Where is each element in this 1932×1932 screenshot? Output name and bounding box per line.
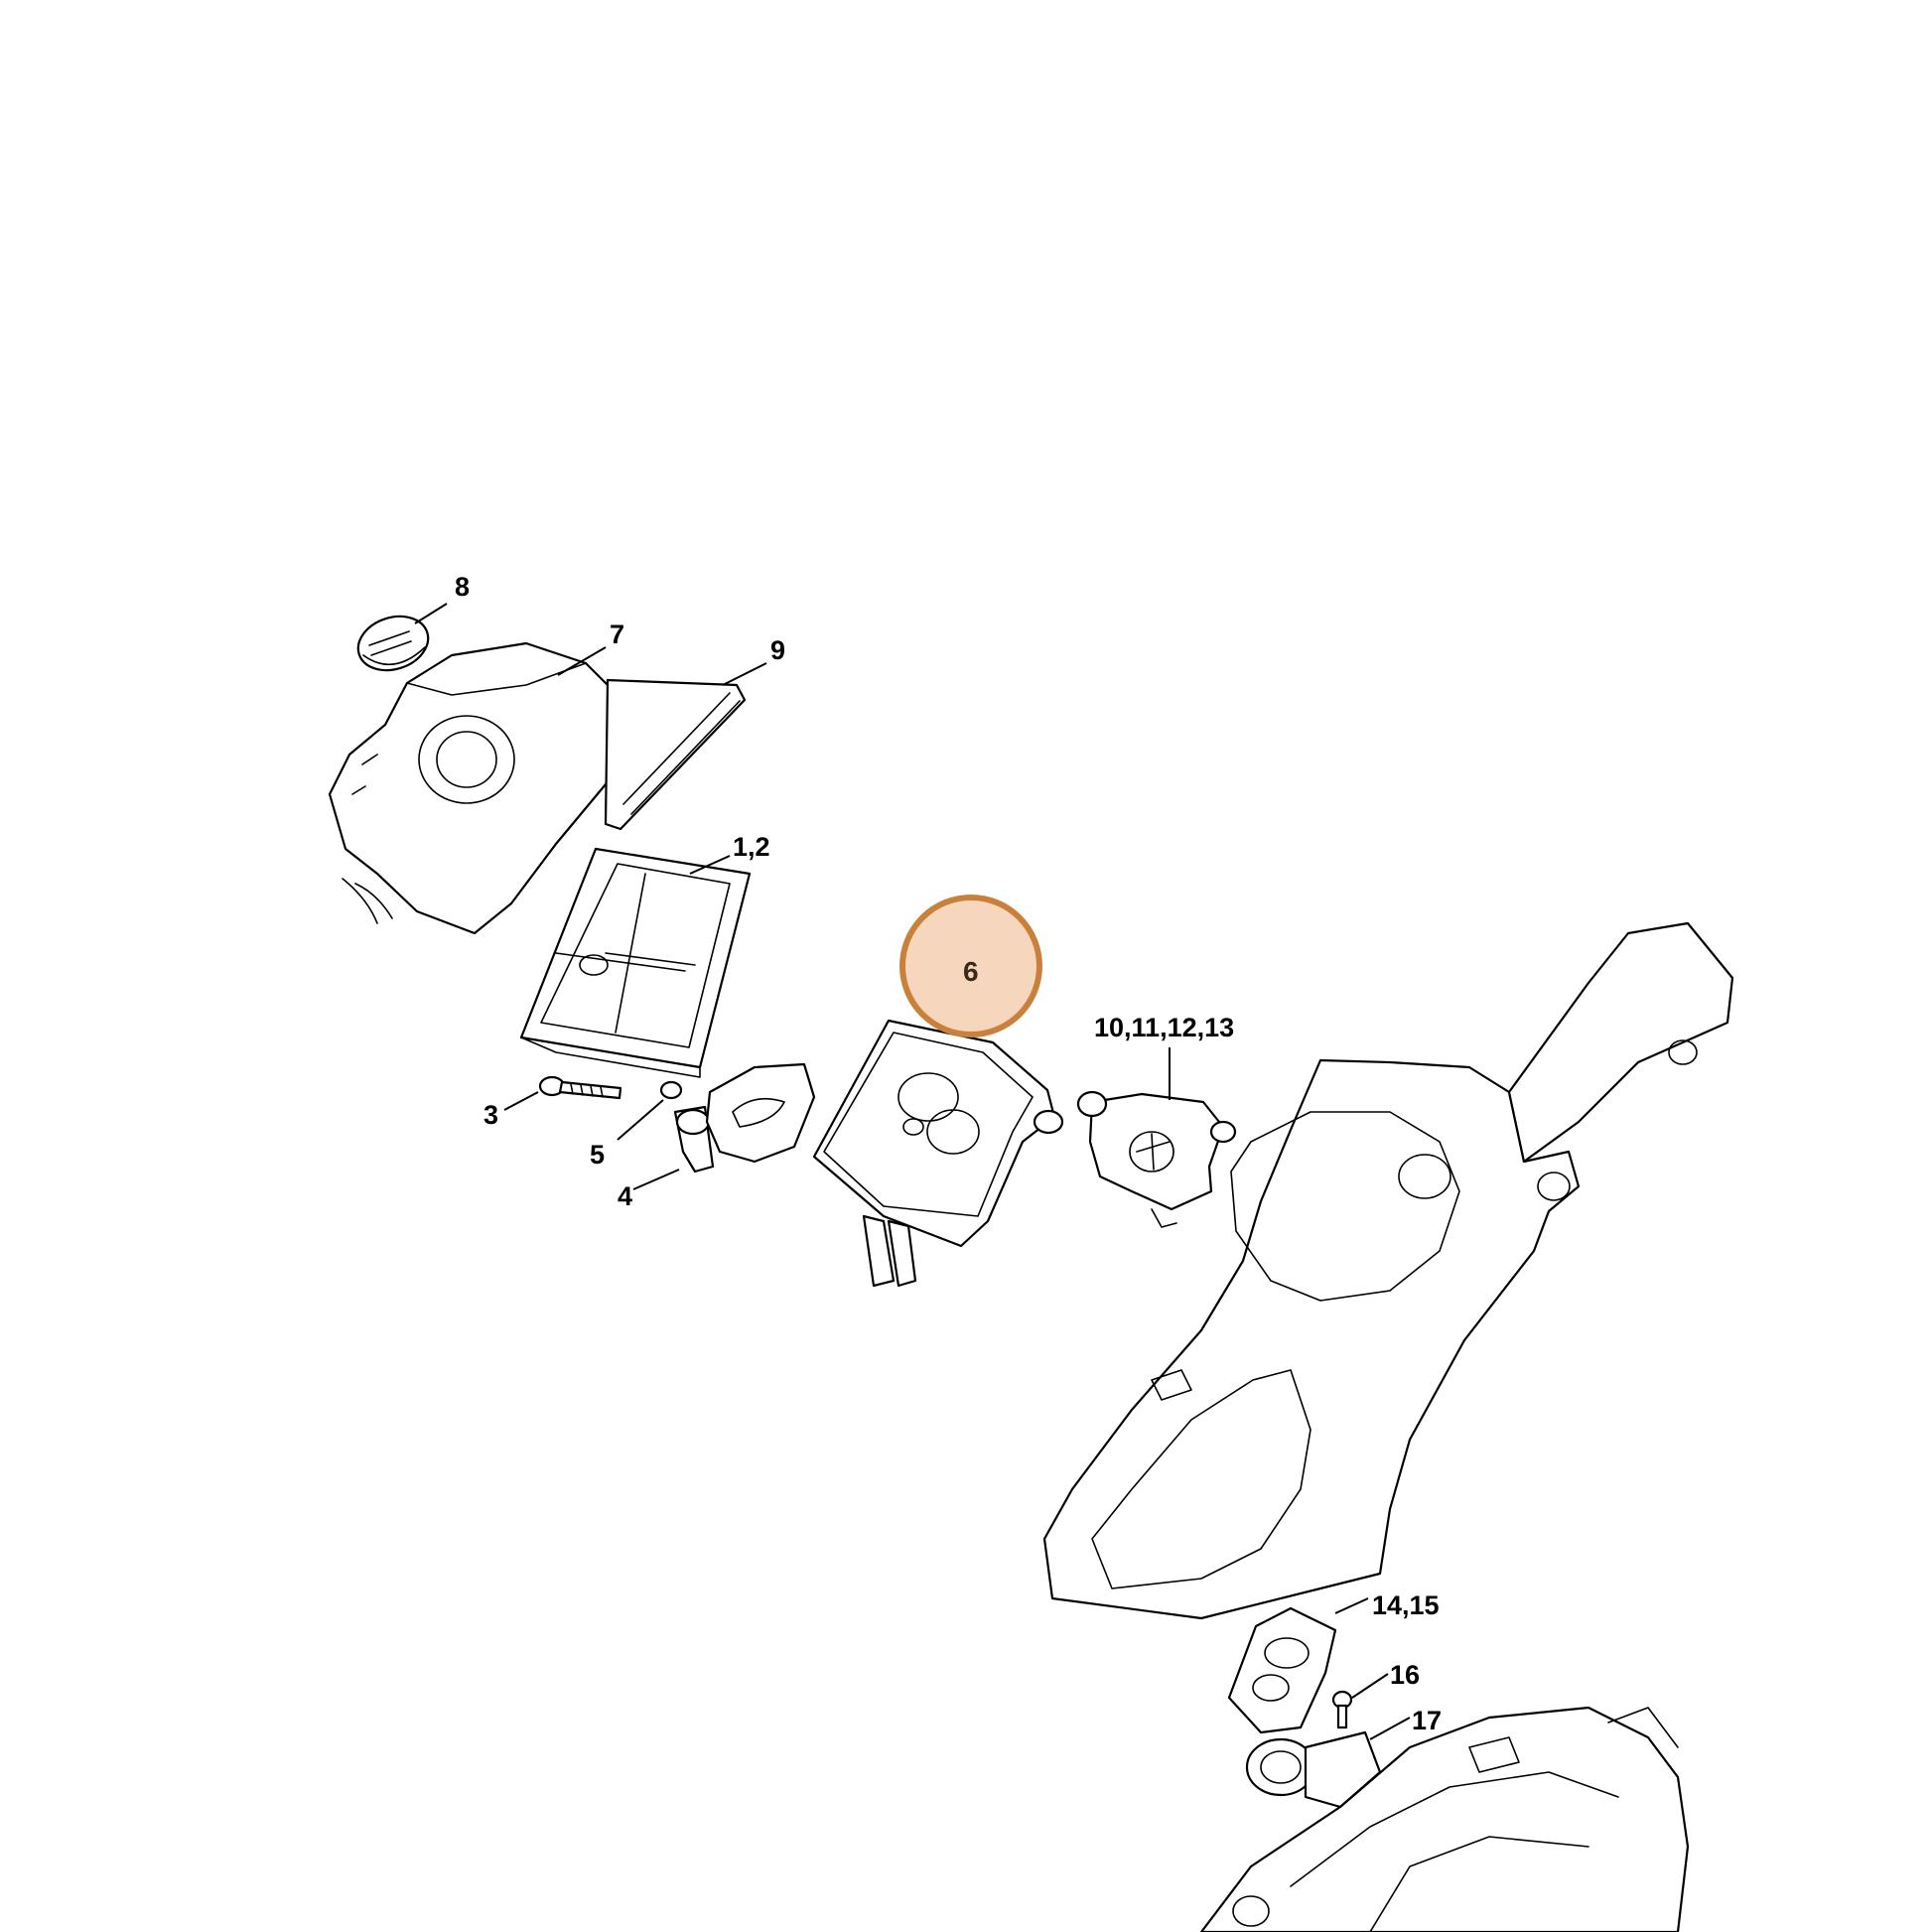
part-4-choke-lever[interactable] <box>673 1105 715 1173</box>
callout-4[interactable]: 4 <box>618 1181 632 1211</box>
part-8-filter-cover-knob[interactable] <box>351 608 436 679</box>
part-1-2-air-filter[interactable] <box>519 847 752 1078</box>
part-5-o-ring[interactable] <box>659 1080 683 1100</box>
callout-14-15[interactable]: 14,15 <box>1372 1590 1440 1620</box>
part-6-carburetor-box[interactable] <box>812 1019 1064 1288</box>
callout-10-13[interactable]: 10,11,12,13 <box>1094 1013 1234 1042</box>
callout-7[interactable]: 7 <box>610 620 624 649</box>
part-14-15-intake-flange[interactable] <box>1227 1606 1337 1734</box>
engine-housing <box>1199 1706 1690 1932</box>
foam-pre-filter[interactable] <box>705 1062 816 1164</box>
callout-6[interactable]: 6 <box>963 956 979 987</box>
callout-5[interactable]: 5 <box>590 1140 605 1170</box>
part-3-screw[interactable] <box>538 1075 622 1100</box>
callout-3[interactable]: 3 <box>483 1100 498 1130</box>
callout-16[interactable]: 16 <box>1390 1660 1420 1690</box>
part-16-screw[interactable] <box>1331 1690 1353 1729</box>
callout-17[interactable]: 17 <box>1412 1706 1442 1735</box>
callout-8[interactable]: 8 <box>455 572 470 602</box>
highlight-ring-part-6[interactable] <box>899 895 1042 1037</box>
part-9-filter-strip[interactable] <box>604 678 747 831</box>
callout-1-2[interactable]: 1,2 <box>733 832 770 862</box>
part-10-13-carburetor[interactable] <box>1076 1090 1237 1228</box>
part-7-shroud-cover[interactable] <box>328 641 645 935</box>
callout-9[interactable]: 9 <box>770 635 785 665</box>
rear-handle-housing[interactable] <box>1042 921 1734 1620</box>
